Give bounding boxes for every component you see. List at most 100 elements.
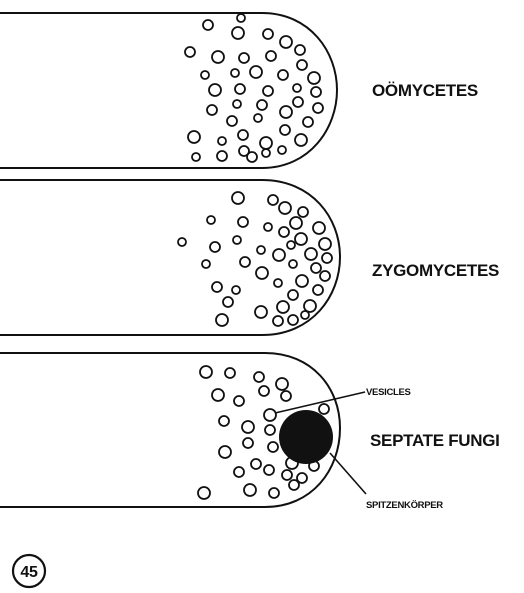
vesicle [293,97,303,107]
vesicle [297,60,307,70]
vesicle [278,146,286,154]
vesicle [218,137,226,145]
vesicle [274,279,282,287]
vesicle [233,236,241,244]
vesicle [269,488,279,498]
vesicle [305,248,317,260]
zygomycetes-vesicles [178,192,332,326]
vesicle [301,311,309,319]
vesicle [247,152,257,162]
figure-number: 45 [20,564,38,581]
vesicle [279,202,291,214]
vesicle [290,217,302,229]
vesicle [268,195,278,205]
vesicle [209,84,221,96]
oomycetes-panel: OÖMYCETES [0,13,478,168]
vesicle [233,100,241,108]
vesicle [244,484,256,496]
spitzenkorper-body [279,410,333,464]
vesicle [198,487,210,499]
vesicle [313,222,325,234]
vesicle [293,84,301,92]
zygomycetes-panel: ZYGOMYCETES [0,180,499,335]
vesicle [295,134,307,146]
vesicle [257,246,265,254]
vesicle [238,130,248,140]
vesicle [219,416,229,426]
vesicle [185,47,195,57]
vesicle [263,86,273,96]
vesicle [280,106,292,118]
vesicle [320,271,330,281]
vesicle [238,217,248,227]
vesicle [201,71,209,79]
vesicle [240,257,250,267]
vesicles-label: VESICLES [366,387,411,398]
vesicle [235,84,245,94]
vesicle [234,396,244,406]
vesicle [223,297,233,307]
vesicle [254,114,262,122]
vesicle [262,149,270,157]
vesicle [288,290,298,300]
vesicle [308,72,320,84]
vesicle [251,459,261,469]
vesicle [207,105,217,115]
vesicle [232,286,240,294]
vesicle [277,301,289,313]
vesicle [237,14,245,22]
vesicle [296,275,308,287]
vesicle [188,131,200,143]
vesicle [232,27,244,39]
vesicle [298,207,308,217]
septate-fungi-panel: VESICLES SPITZENKÖRPER SEPTATE FUNGI [0,353,500,511]
vesicle [319,404,329,414]
septate-fungi-label: SEPTATE FUNGI [370,431,500,450]
vesicle [273,316,283,326]
vesicle [239,53,249,63]
vesicle [268,442,278,452]
vesicle [225,368,235,378]
vesicle [192,153,200,161]
vesicle [295,233,307,245]
vesicle [260,137,272,149]
vesicle [250,66,262,78]
vesicle [311,263,321,273]
vesicle [231,69,239,77]
vesicle [311,87,321,97]
vesicle [289,260,297,268]
vesicle [202,260,210,268]
vesicle [264,465,274,475]
vesicle [280,36,292,48]
vesicle [279,227,289,237]
vesicle [212,282,222,292]
vesicle [210,242,220,252]
vesicle [234,467,244,477]
vesicle [263,29,273,39]
figure-number-badge: 45 [13,555,45,587]
vesicle [288,315,298,325]
vesicle [278,70,288,80]
vesicle [257,100,267,110]
vesicle [287,241,295,249]
vesicle [178,238,186,246]
vesicle [289,480,299,490]
vesicle [200,366,212,378]
vesicle [313,285,323,295]
spitzenkorper-leader-line [330,453,366,494]
vesicle [264,223,272,231]
vesicle [216,314,228,326]
vesicle [243,438,253,448]
vesicle [259,386,269,396]
vesicle [303,117,313,127]
zygomycetes-label: ZYGOMYCETES [372,261,499,280]
vesicle [276,378,288,390]
vesicle [207,216,215,224]
vesicle [217,151,227,161]
vesicle [266,51,276,61]
vesicle [212,51,224,63]
vesicle [242,421,254,433]
vesicle [273,249,285,261]
vesicle [280,125,290,135]
oomycetes-vesicles [185,14,323,162]
